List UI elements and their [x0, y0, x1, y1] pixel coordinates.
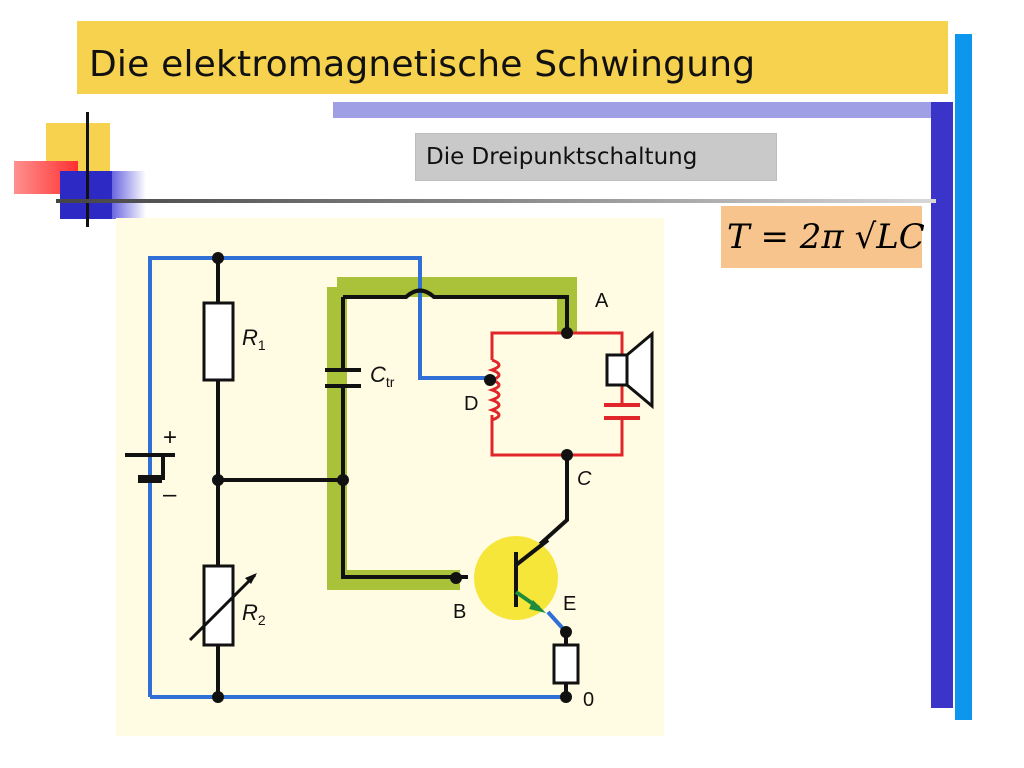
decor-bar-vertical-cyan	[955, 34, 972, 720]
transistor-symbol	[514, 538, 550, 607]
subtitle-box	[415, 133, 777, 181]
label-zero: 0	[583, 689, 594, 711]
label-d: D	[464, 393, 478, 415]
junction-dots	[212, 252, 573, 703]
title-banner	[77, 21, 948, 94]
r2-adjust-arrow	[188, 573, 257, 642]
label-c: C	[577, 468, 592, 490]
label-r2: R2	[242, 600, 266, 628]
formula-box	[721, 206, 922, 268]
label-ctr: Ctr	[370, 362, 395, 390]
slide-subtitle: Die Dreipunktschaltung	[426, 144, 698, 170]
label-plus: +	[163, 424, 177, 451]
emitter-arrow	[529, 600, 546, 613]
battery-symbol	[125, 453, 175, 483]
slide-title: Die elektromagnetische Schwingung	[89, 44, 756, 85]
formula-thomson: T = 2π √LC	[727, 217, 925, 257]
resistor-emitter	[552, 643, 580, 685]
feedback-highlight	[327, 277, 577, 590]
label-r1: R1	[242, 325, 266, 353]
decor-square-blue-fade	[112, 171, 146, 219]
resistor-r1	[202, 301, 235, 382]
label-minus: –	[163, 481, 177, 508]
decor-bar-horizontal	[333, 102, 948, 118]
resistor-r2	[202, 564, 235, 647]
coil-inductor	[487, 358, 501, 423]
divider-line	[56, 199, 936, 203]
tank-circuit	[487, 331, 640, 457]
label-a: A	[595, 290, 609, 312]
label-e: E	[563, 593, 576, 615]
loudspeaker-icon	[605, 330, 654, 410]
label-b: B	[453, 601, 466, 623]
decor-vertical-line	[86, 112, 89, 227]
decor-bar-vertical-blue	[931, 102, 953, 708]
black-wires	[161, 258, 569, 697]
capacitor-ctr	[325, 368, 361, 388]
